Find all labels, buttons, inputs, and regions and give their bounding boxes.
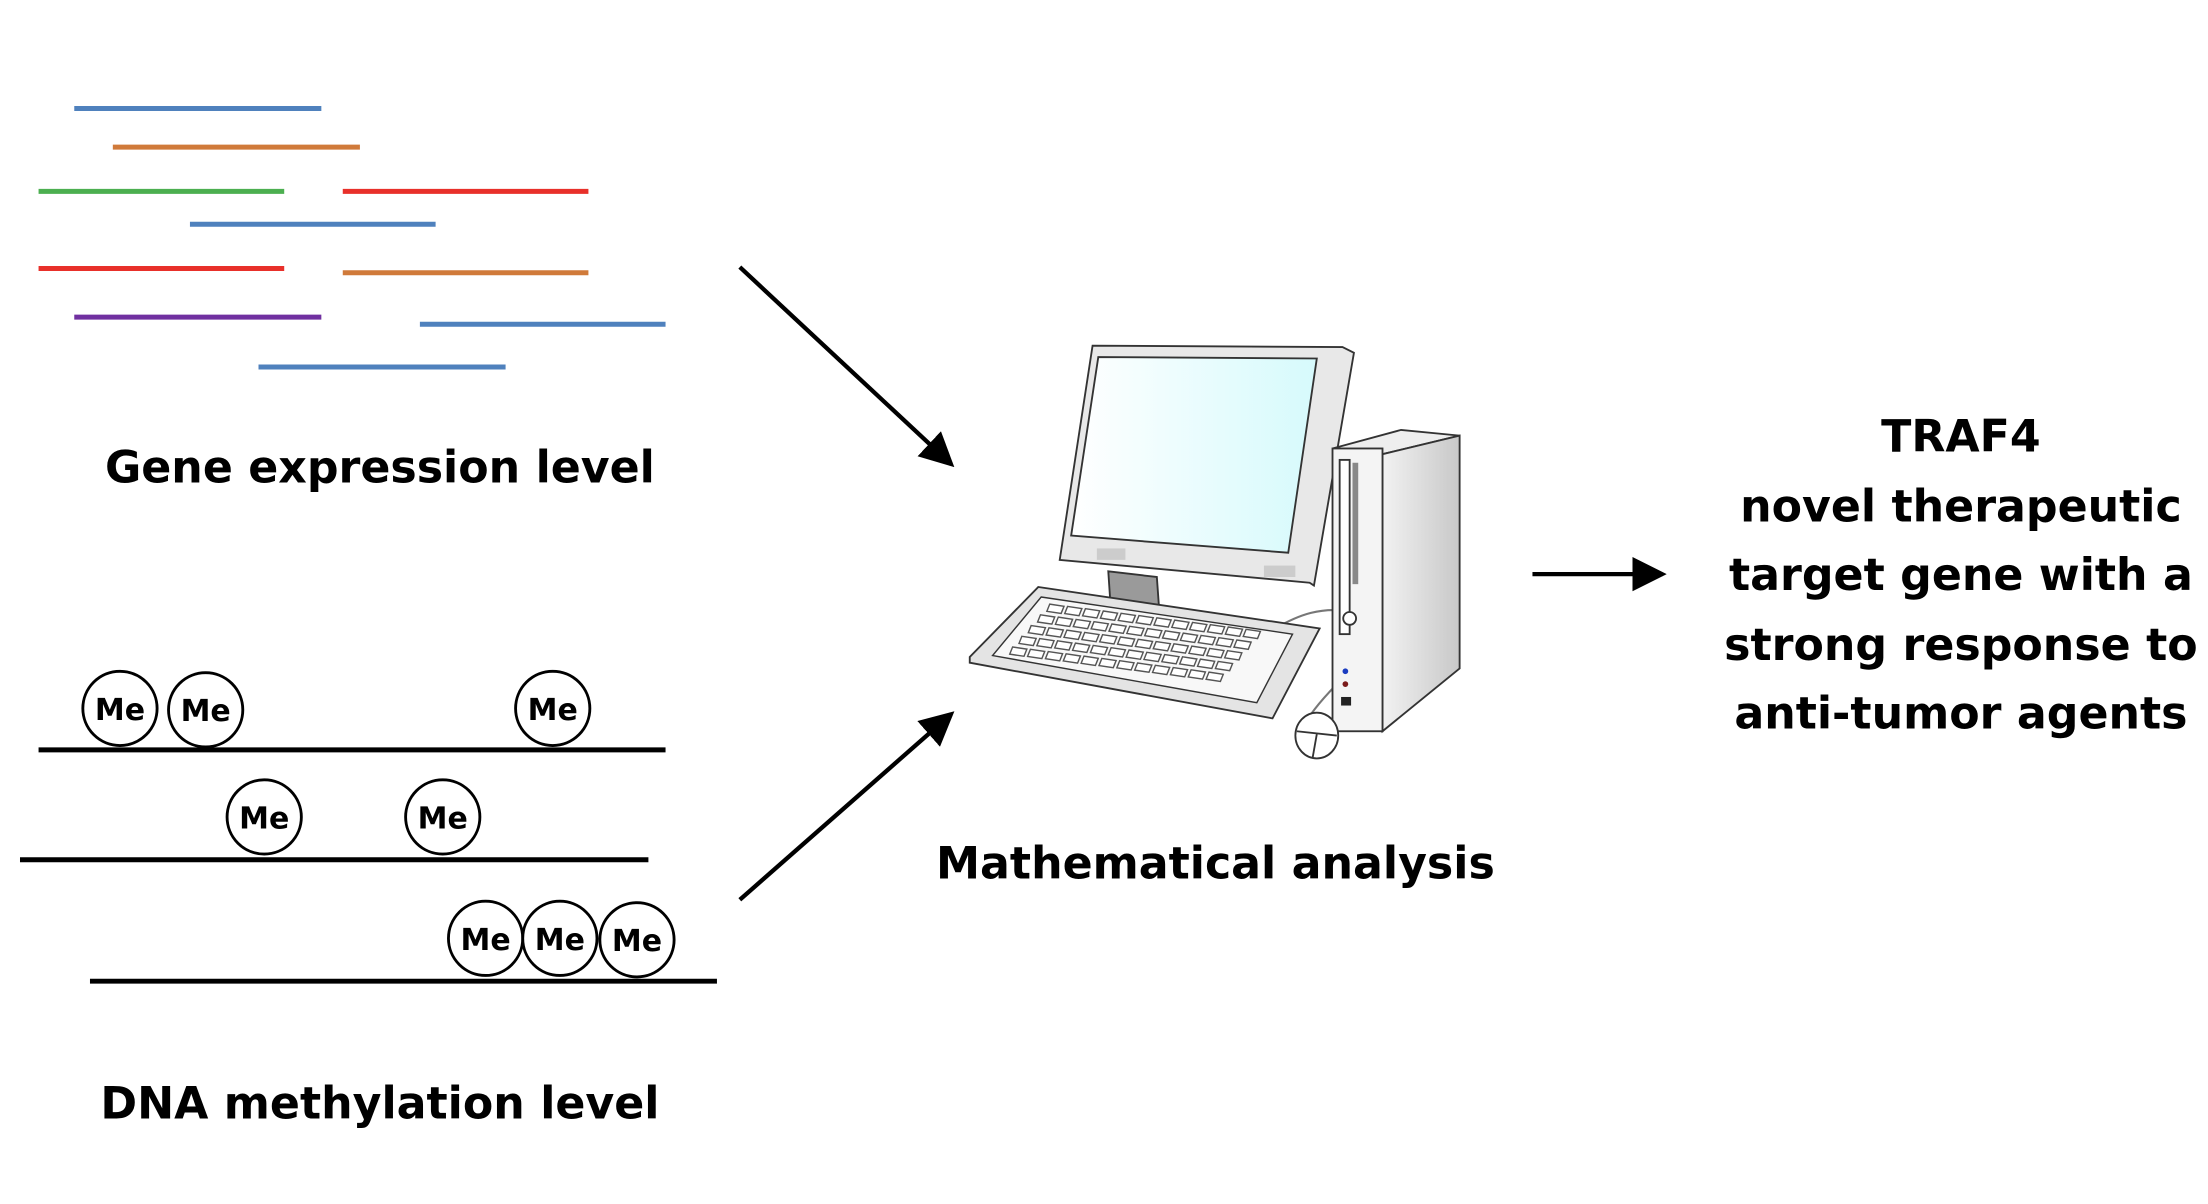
key (1072, 618, 1092, 630)
methyl-mark: Me (514, 669, 592, 747)
key (1108, 623, 1128, 635)
key (1045, 627, 1065, 638)
key (1117, 612, 1137, 624)
key (1115, 659, 1135, 671)
key (1089, 644, 1109, 656)
gene-expression-lines (38, 106, 666, 370)
key (1161, 630, 1181, 641)
key (1062, 653, 1082, 664)
key (1063, 605, 1083, 617)
key (1142, 651, 1163, 663)
result-line: target gene with a (1729, 550, 2193, 601)
key (1214, 660, 1234, 672)
methyl-mark: Me (404, 778, 482, 856)
key (1080, 631, 1100, 643)
key (1008, 646, 1028, 658)
key (1090, 620, 1110, 632)
dna-methylation-label: DNA methylation level (100, 1078, 659, 1129)
methyl-mark: Me (225, 778, 303, 856)
methyl-mark: Me (598, 901, 676, 979)
key (1081, 607, 1101, 619)
key (1152, 640, 1172, 652)
key (1170, 643, 1190, 654)
key (1143, 627, 1163, 639)
key (1151, 664, 1171, 676)
key (1206, 623, 1226, 635)
arrow-methylation-to-analysis (738, 711, 955, 902)
key (1125, 649, 1145, 661)
key (1045, 603, 1066, 615)
key (1044, 650, 1064, 662)
key (1223, 649, 1243, 661)
key (1053, 640, 1073, 651)
gene-expression-label: Gene expression level (105, 443, 655, 494)
key (1232, 639, 1253, 651)
key (1170, 619, 1190, 631)
key (1205, 647, 1225, 659)
key (1098, 657, 1118, 669)
desktop-computer-icon (968, 344, 1461, 760)
methyl-label: Me (535, 923, 585, 958)
key (1080, 655, 1100, 667)
methyl-label: Me (418, 801, 468, 836)
key (1026, 648, 1046, 660)
key (1099, 610, 1119, 622)
methyl-label: Me (528, 693, 578, 728)
key (1188, 621, 1208, 633)
key (1116, 636, 1136, 648)
key (1063, 629, 1083, 641)
key (1242, 628, 1262, 640)
result-line: anti-tumor agents (1734, 688, 2187, 739)
dna-strands (19, 747, 717, 984)
key (1098, 633, 1118, 645)
key (1187, 645, 1208, 657)
key (1027, 624, 1047, 636)
key (1134, 638, 1154, 650)
methyl-label: Me (239, 801, 289, 836)
key (1169, 666, 1189, 678)
methyl-mark: Me (521, 899, 599, 977)
key (1205, 671, 1225, 683)
key (1125, 625, 1145, 637)
key (1224, 626, 1244, 638)
key (1215, 636, 1235, 648)
result-line: novel therapeutic (1740, 481, 2182, 532)
key (1018, 635, 1038, 647)
key (1179, 632, 1199, 644)
key (1071, 642, 1091, 654)
analysis-label: Mathematical analysis (936, 838, 1495, 889)
key (1187, 669, 1207, 680)
key (1178, 656, 1198, 667)
monitor-screen (1070, 356, 1318, 554)
key (1160, 653, 1180, 665)
methyl-label: Me (181, 694, 231, 729)
key (1036, 614, 1056, 625)
key (1107, 646, 1127, 658)
key (1133, 662, 1153, 674)
key (1196, 658, 1216, 670)
key (1054, 616, 1074, 628)
arrow-gene-to-analysis (738, 265, 955, 468)
result-line: strong response to (1724, 620, 2198, 671)
methyl-mark: Me (81, 669, 159, 747)
methyl-mark: Me (447, 899, 525, 977)
methyl-label: Me (95, 693, 145, 728)
methyl-label: Me (612, 924, 662, 959)
result-text: TRAF4 novel therapeutic target gene with… (1724, 411, 2198, 739)
key (1135, 614, 1155, 626)
key (1035, 637, 1056, 649)
key (1152, 617, 1173, 628)
methyl-mark: Me (167, 671, 245, 749)
result-gene-name: TRAF4 (1881, 411, 2041, 462)
methyl-label: Me (460, 923, 510, 958)
key (1197, 634, 1217, 646)
